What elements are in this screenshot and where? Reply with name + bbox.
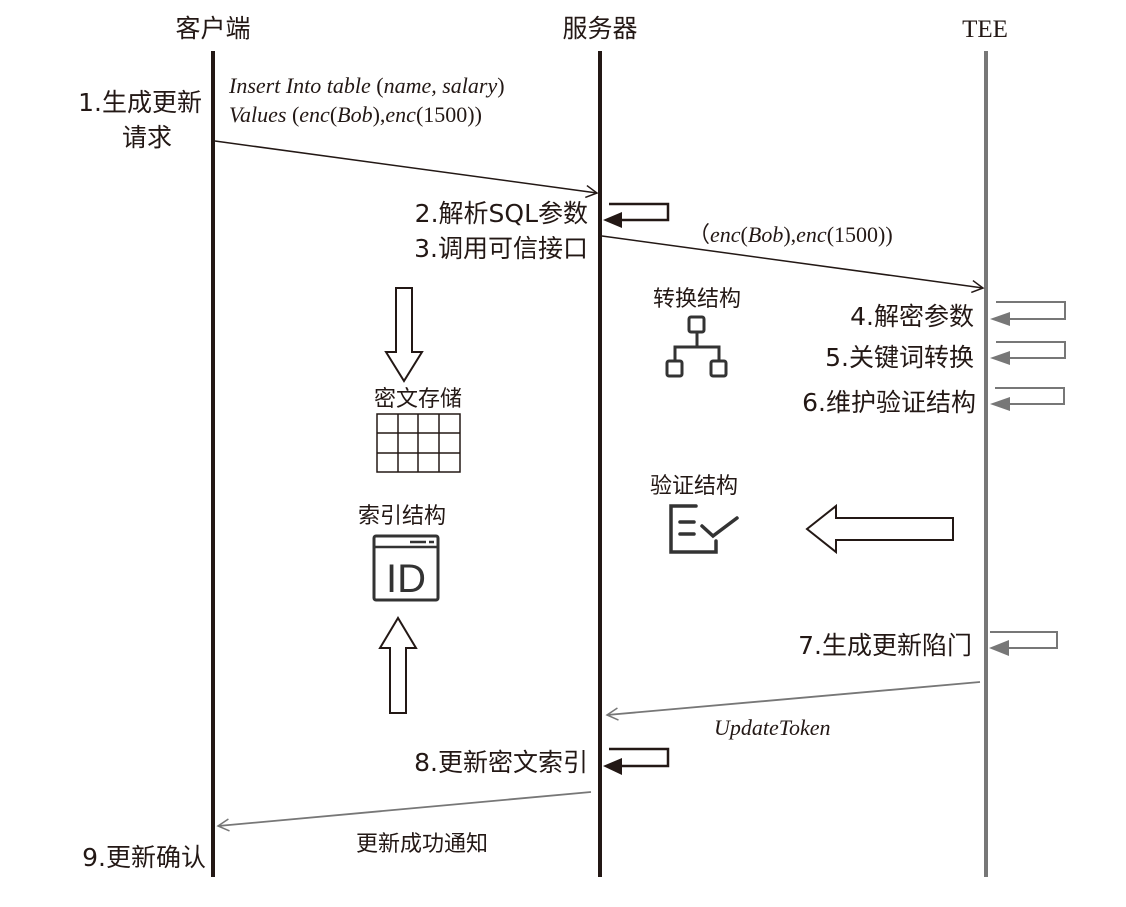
checklist-icon (669, 504, 739, 554)
step-4-arrowhead (990, 312, 1010, 326)
step-1-label-line2: 请求 (122, 123, 172, 152)
message-update-request-arrow (214, 140, 599, 199)
step-2-arrowhead (603, 212, 622, 228)
participant-client: 客户端 (175, 14, 250, 43)
transform-structure-label: 转换结构 (653, 287, 741, 312)
table-grid-icon (376, 413, 461, 473)
hierarchy-tree-icon (665, 315, 728, 378)
step-6-label: 6.维护验证结构 (802, 388, 976, 417)
sql-keyword: Insert Into table (228, 73, 371, 98)
step-5-arrowhead (990, 351, 1010, 365)
update-token-label: UpdateToken (714, 715, 831, 740)
step-1-label-line1: 1.生成更新 (78, 88, 202, 117)
up-arrow-icon (378, 616, 418, 714)
message-update-token-arrow (605, 681, 981, 721)
step-4-label: 4.解密参数 (850, 302, 974, 331)
left-arrow-icon (805, 503, 954, 555)
step-8-arrowhead (603, 758, 622, 775)
sql-statement-line2: Values (enc(Bob),enc(1500)) (229, 102, 482, 127)
index-structure-label: 索引结构 (358, 504, 446, 529)
participant-tee: TEE (962, 16, 1008, 43)
step-6-self-loop (995, 387, 1065, 405)
step-5-self-loop (996, 341, 1066, 359)
id-glyph: ID (386, 557, 426, 601)
participant-server: 服务器 (562, 14, 637, 43)
down-arrow-icon (384, 287, 424, 383)
step-2-label: 2.解析SQL参数 (415, 199, 588, 228)
step-8-self-loop (609, 747, 670, 768)
step-4-self-loop (996, 301, 1066, 320)
tee-params-text: （enc(Bob),enc(1500)) (688, 222, 893, 247)
verify-structure-label: 验证结构 (650, 474, 738, 499)
step-3-label: 3.调用可信接口 (414, 234, 588, 263)
step-2-self-loop (609, 202, 670, 222)
step-7-arrowhead (989, 640, 1009, 656)
message-call-trusted-interface-arrow (601, 235, 985, 294)
step-8-label: 8.更新密文索引 (414, 748, 588, 777)
step-6-arrowhead (990, 397, 1010, 411)
sql-statement-line1: Insert Into table (name, salary) (228, 73, 505, 98)
cipher-storage-label: 密文存储 (374, 387, 462, 412)
step-7-label: 7.生成更新陷门 (798, 631, 972, 660)
step-7-self-loop (990, 631, 1058, 649)
message-success-notice-arrow (216, 791, 592, 832)
id-card-icon: ID (372, 534, 440, 602)
success-notice-label: 更新成功通知 (356, 832, 488, 857)
step-5-label: 5.关键词转换 (825, 343, 974, 372)
step-9-label: 9.更新确认 (82, 843, 206, 872)
